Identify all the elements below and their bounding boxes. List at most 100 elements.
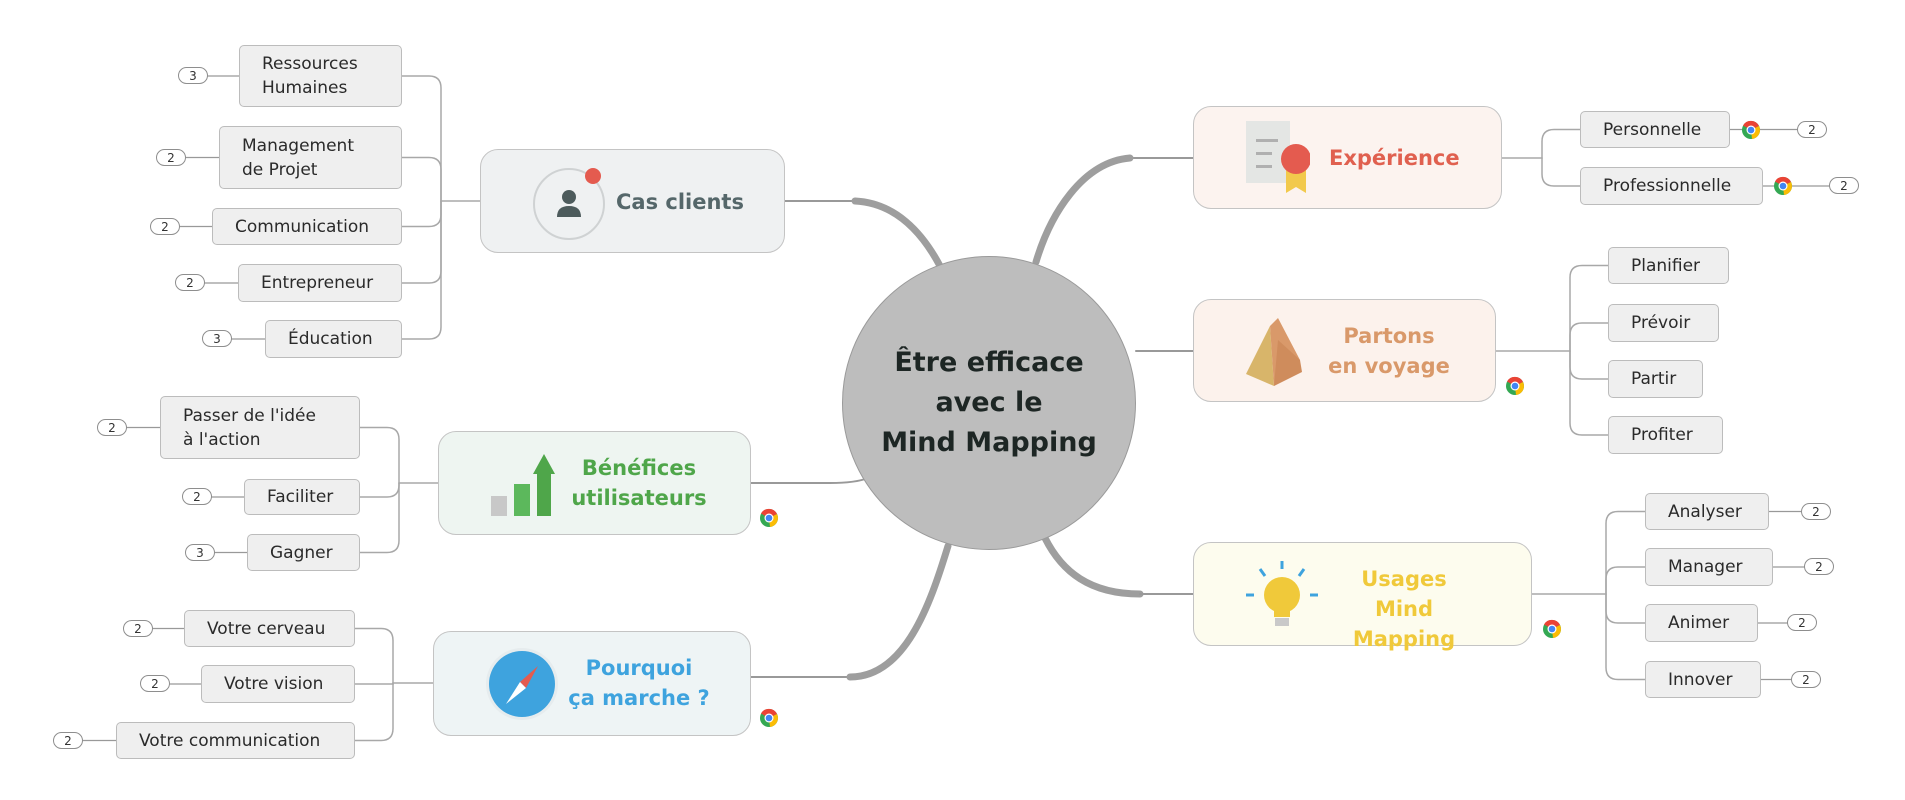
subtopic-node[interactable]: Votre communication: [116, 722, 355, 759]
subtopic-label: Manager: [1668, 557, 1743, 577]
subtopic-node[interactable]: Éducation: [265, 320, 402, 358]
subtopic-label: Professionnelle: [1603, 176, 1732, 196]
connector-line: [401, 200, 442, 340]
subtopic-node[interactable]: Innover: [1645, 661, 1761, 698]
collapsed-count-badge[interactable]: 2: [1787, 614, 1817, 631]
subtopic-label: Prévoir: [1631, 313, 1691, 333]
collapsed-count-badge[interactable]: 2: [1791, 670, 1821, 688]
connector-line: [359, 426, 400, 484]
branch-label: Expérience: [1329, 146, 1460, 170]
connector-line: [1569, 322, 1609, 352]
connector-line: [354, 627, 394, 684]
subtopic-node[interactable]: Manager: [1645, 548, 1773, 586]
subtopic-node[interactable]: Animer: [1645, 604, 1758, 642]
collapsed-count-badge[interactable]: 2: [97, 418, 127, 436]
collapsed-count-badge[interactable]: 2: [1797, 120, 1827, 138]
connector-line: [359, 482, 400, 554]
subtopic-label: Communication: [235, 216, 369, 237]
subtopic-node[interactable]: Votre vision: [201, 665, 355, 703]
connector-line: [401, 75, 442, 202]
subtopic-label: Management de Projet: [242, 135, 354, 180]
chrome-link-icon[interactable]: [1505, 376, 1525, 396]
subtopic-label: Votre communication: [139, 730, 321, 751]
user-icon: [533, 168, 605, 240]
pyramids-icon: [1246, 318, 1302, 386]
subtopic-label: Profiter: [1631, 425, 1693, 445]
connector-line: [1569, 350, 1609, 436]
subtopic-label: Analyser: [1668, 501, 1742, 522]
chrome-link-icon[interactable]: [1773, 176, 1793, 196]
branch-benefices[interactable]: Bénéfices utilisateurs: [438, 431, 751, 535]
chrome-link-icon[interactable]: [1542, 619, 1562, 639]
subtopic-node[interactable]: Entrepreneur: [238, 264, 402, 302]
connector-line: [1541, 128, 1581, 159]
subtopic-node[interactable]: Ressources Humaines: [239, 45, 402, 107]
collapsed-count-badge[interactable]: 2: [1829, 177, 1859, 194]
collapsed-count-badge[interactable]: 2: [140, 675, 170, 692]
connector-line: [401, 156, 442, 202]
subtopic-label: Innover: [1668, 669, 1733, 690]
subtopic-label: Animer: [1668, 613, 1730, 633]
connector-line: [1541, 157, 1581, 187]
connector-line: [1605, 510, 1646, 595]
lightbulb-icon: [1246, 561, 1318, 626]
branch-usages[interactable]: Usages Mind Mapping: [1193, 542, 1532, 651]
collapsed-count-badge[interactable]: 2: [182, 488, 212, 505]
central-topic-label: Être efficace avec le Mind Mapping: [881, 347, 1097, 458]
connector-line: [1569, 264, 1609, 352]
subtopic-label: Votre vision: [224, 674, 324, 694]
subtopic-node[interactable]: Faciliter: [244, 479, 360, 515]
connector-line: [1605, 566, 1646, 595]
subtopic-node[interactable]: Gagner: [247, 534, 360, 571]
subtopic-node[interactable]: Professionnelle: [1580, 167, 1763, 205]
collapsed-count-badge[interactable]: 2: [1801, 502, 1831, 520]
collapsed-count-badge[interactable]: 2: [150, 217, 180, 235]
compass-icon: [486, 648, 558, 720]
subtopic-node[interactable]: Prévoir: [1608, 304, 1719, 342]
subtopic-label: Planifier: [1631, 255, 1701, 276]
collapsed-count-badge[interactable]: 2: [53, 731, 83, 749]
subtopic-label: Éducation: [288, 329, 373, 349]
connector-line: [359, 482, 400, 498]
chrome-link-icon[interactable]: [759, 508, 779, 528]
subtopic-node[interactable]: Partir: [1608, 360, 1703, 398]
connector-line: [1605, 593, 1646, 681]
branch-label: Partons en voyage: [1328, 324, 1450, 378]
subtopic-node[interactable]: Planifier: [1608, 247, 1729, 284]
subtopic-label: Entrepreneur: [261, 273, 374, 293]
main-connector: [1041, 534, 1144, 598]
collapsed-count-badge[interactable]: 3: [202, 330, 232, 347]
connector-line: [401, 200, 442, 284]
branch-label: Bénéfices utilisateurs: [571, 456, 707, 510]
branch-cas-clients[interactable]: Cas clients: [480, 149, 785, 253]
subtopic-node[interactable]: Management de Projet: [219, 126, 402, 189]
collapsed-count-badge[interactable]: 3: [178, 67, 208, 84]
branch-pourquoi[interactable]: Pourquoi ça marche ?: [433, 631, 751, 736]
chrome-link-icon[interactable]: [759, 708, 779, 728]
subtopic-label: Passer de l'idée à l'action: [183, 405, 316, 450]
main-connector: [1032, 154, 1134, 266]
subtopic-node[interactable]: Profiter: [1608, 416, 1723, 454]
subtopic-label: Personnelle: [1603, 119, 1702, 140]
branch-experience[interactable]: Expérience: [1193, 106, 1502, 209]
subtopic-label: Votre cerveau: [207, 618, 326, 639]
collapsed-count-badge[interactable]: 2: [123, 619, 153, 637]
main-connector: [851, 197, 944, 270]
subtopic-node[interactable]: Communication: [212, 208, 402, 245]
subtopic-node[interactable]: Passer de l'idée à l'action: [160, 396, 360, 459]
branch-partons[interactable]: Partons en voyage: [1193, 299, 1496, 402]
subtopic-label: Gagner: [270, 542, 333, 563]
main-connector: [750, 477, 869, 484]
collapsed-count-badge[interactable]: 2: [175, 274, 205, 291]
subtopic-node[interactable]: Analyser: [1645, 493, 1769, 530]
connector-line: [1569, 350, 1609, 380]
subtopic-label: Ressources Humaines: [262, 54, 358, 98]
central-topic[interactable]: Être efficace avec le Mind Mapping: [842, 256, 1136, 550]
collapsed-count-badge[interactable]: 2: [156, 148, 186, 166]
chrome-link-icon[interactable]: [1741, 120, 1761, 140]
collapsed-count-badge[interactable]: 2: [1804, 558, 1834, 575]
subtopic-node[interactable]: Personnelle: [1580, 111, 1730, 148]
subtopic-node[interactable]: Votre cerveau: [184, 610, 355, 647]
main-connector: [846, 542, 952, 681]
collapsed-count-badge[interactable]: 3: [185, 543, 215, 561]
